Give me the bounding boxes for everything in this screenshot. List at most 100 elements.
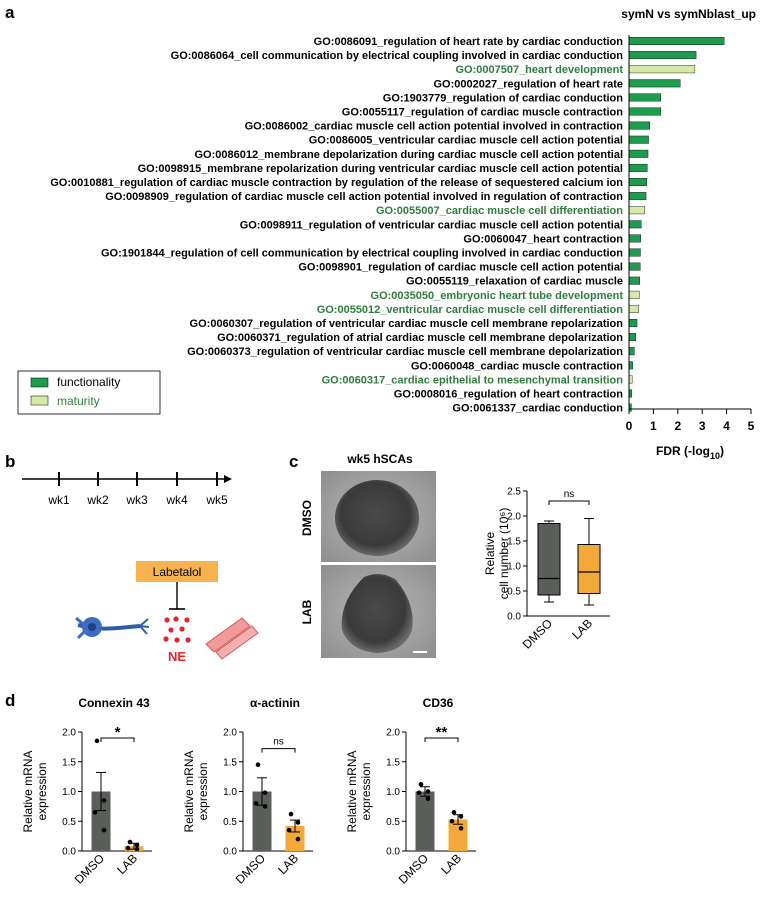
bar-dmso — [91, 791, 111, 851]
data-point — [94, 738, 100, 744]
y-tick-label: 0.0 — [507, 612, 521, 623]
go-term-label: GO:0060307_regulation of ventricular car… — [190, 318, 624, 330]
gene-title: α-actinin — [250, 696, 300, 710]
data-point — [101, 798, 107, 803]
data-point — [134, 846, 140, 852]
x-category-label: DMSO — [520, 616, 555, 651]
go-term-label: GO:0055007_cardiac muscle cell different… — [376, 205, 623, 217]
y-tick-label: 2.0 — [507, 512, 521, 523]
go-term-bar — [628, 121, 650, 130]
go-term-label: GO:0086091_regulation of heart rate by c… — [314, 36, 624, 48]
y-axis-title: Relative mRNAexpression — [345, 750, 373, 832]
go-enrichment-chart: symN vs symNblast_up GO:0086091_regulati… — [17, 7, 756, 460]
data-point — [449, 818, 455, 824]
x-tick-label: 4 — [723, 419, 730, 433]
significance-bracket — [548, 500, 590, 505]
norepinephrine-dots — [163, 616, 191, 643]
go-term-label: GO:0055012_ventricular cardiac muscle ce… — [317, 304, 624, 316]
y-tick-label: 0.5 — [386, 817, 400, 828]
go-term-label: GO:0008016_regulation of heart contracti… — [394, 389, 624, 401]
go-term-label: GO:0086064_cell communication by electri… — [171, 50, 624, 62]
data-point — [458, 814, 464, 819]
go-term-bar — [628, 276, 640, 285]
timeline-week-label: wk3 — [125, 493, 148, 507]
go-term-label: GO:0060048_cardiac muscle contraction — [411, 360, 623, 372]
box-lab — [577, 544, 601, 594]
go-term-bar — [628, 93, 661, 102]
legend-swatch-maturity — [30, 395, 49, 406]
data-point — [134, 842, 140, 848]
data-point — [92, 810, 98, 815]
y-tick-label: 0.5 — [507, 587, 521, 598]
go-term-label: GO:0002027_regulation of heart rate — [433, 78, 623, 90]
gene-title: Connexin 43 — [78, 696, 150, 710]
y-tick-label: 1.0 — [507, 562, 521, 573]
y-tick-label: 0.0 — [62, 847, 76, 858]
x-tick-label: 0 — [626, 419, 633, 433]
go-term-bar — [628, 65, 696, 74]
go-term-bar — [628, 234, 641, 243]
go-term-bar — [628, 37, 725, 45]
go-term-label: GO:1903779_regulation of cardiac conduct… — [383, 92, 624, 104]
y-tick-label: 1.5 — [62, 757, 76, 768]
y-tick-label: 1.0 — [223, 787, 237, 798]
panel-label-a: a — [5, 3, 15, 22]
timeline-week-label: wk5 — [205, 493, 228, 507]
data-point — [255, 762, 261, 768]
y-tick-label: 1.5 — [386, 757, 400, 768]
dmso-spheroid — [335, 480, 419, 556]
y-tick-label: 2.5 — [507, 487, 521, 498]
timeline-arrowhead — [224, 475, 232, 483]
data-point — [101, 827, 107, 833]
go-term-bar — [628, 135, 649, 144]
panel-label-c: c — [289, 452, 299, 471]
go-term-bar — [628, 347, 635, 356]
x-category-label: LAB — [438, 851, 464, 877]
x-tick-label: 3 — [699, 419, 706, 433]
go-term-bar — [628, 290, 640, 299]
y-tick-label: 2.0 — [62, 728, 76, 739]
significance-label: ns — [273, 737, 284, 748]
go-term-label: GO:0098911_regulation of ventricular car… — [240, 219, 623, 231]
chart-title: symN vs symNblast_up — [621, 7, 756, 21]
go-term-label: GO:0098915_membrane repolarization durin… — [138, 163, 623, 175]
ne-label: NE — [168, 649, 186, 664]
go-term-label: GO:0035050_embryonic heart tube developm… — [371, 290, 624, 302]
go-term-label: GO:0086005_ventricular cardiac muscle ce… — [309, 135, 623, 147]
go-term-label: GO:0086002_cardiac muscle cell action po… — [245, 121, 624, 133]
cardiomyocyte-icon — [205, 617, 259, 660]
go-term-label: GO:0060373_regulation of ventricular car… — [187, 346, 623, 358]
go-term-label: GO:0060371_regulation of atrial cardiac … — [217, 332, 623, 344]
significance-bracket — [261, 748, 296, 753]
data-point — [451, 810, 457, 815]
data-point — [295, 820, 301, 825]
go-term-label: GO:0086012_membrane depolarization durin… — [194, 149, 623, 161]
go-term-bar — [628, 192, 647, 201]
y-tick-label: 2.0 — [386, 728, 400, 739]
go-term-bar — [628, 79, 681, 88]
data-point — [425, 789, 431, 794]
legend-label-functionality: functionality — [57, 375, 120, 389]
data-point — [288, 811, 294, 817]
panel-label-b: b — [5, 452, 16, 471]
data-point — [458, 826, 464, 831]
go-term-label: GO:0007507_heart development — [455, 64, 623, 76]
x-category-label: LAB — [275, 851, 301, 877]
y-tick-label: 0.0 — [223, 847, 237, 858]
go-term-bar — [628, 361, 633, 370]
go-term-bar — [628, 149, 649, 158]
timeline-week-label: wk2 — [86, 493, 109, 507]
go-term-label: GO:0060317_cardiac epithelial to mesench… — [322, 374, 624, 386]
go-term-bar — [628, 248, 641, 257]
go-term-bar — [628, 163, 648, 172]
timeline-week-label: wk4 — [165, 493, 188, 507]
y-tick-label: 1.0 — [62, 787, 76, 798]
significance-label: ** — [436, 724, 448, 741]
gene-title: CD36 — [423, 696, 454, 710]
bar-dmso — [415, 791, 435, 851]
go-term-label: GO:0010881_regulation of cardiac muscle … — [50, 177, 623, 189]
x-category-label: DMSO — [233, 851, 268, 886]
